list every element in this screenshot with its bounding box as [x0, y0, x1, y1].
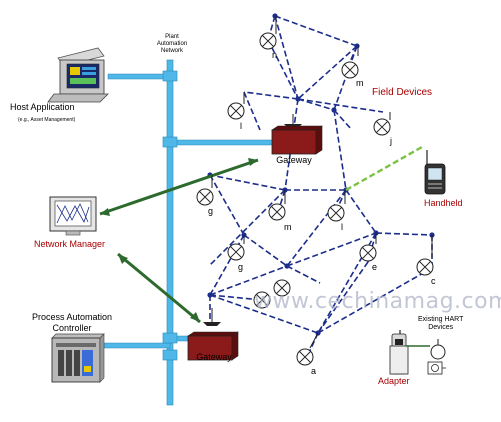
- field-device-e: [359, 233, 377, 262]
- device-letter-m-mid: m: [284, 222, 292, 232]
- device-letter-n: n: [272, 50, 278, 60]
- field-device-n: [259, 16, 277, 50]
- field-device-l-top: [227, 92, 245, 120]
- device-letter-l-mid: l: [341, 222, 343, 232]
- field-device-c: [416, 235, 434, 276]
- field-device-unlabeled-2: [273, 279, 291, 297]
- field-device-g-mid: [227, 235, 245, 261]
- mesh-nodes: [207, 13, 435, 336]
- host-application-sublabel: (e.g., Asset Management): [18, 117, 76, 123]
- host-application-label: Host Application: [10, 102, 75, 112]
- device-letter-c: c: [431, 276, 436, 286]
- field-device-m-top: [341, 46, 359, 79]
- field-devices-label: Field Devices: [372, 87, 433, 98]
- field-device-unlabeled-1: [253, 291, 271, 309]
- field-device-m-mid: [268, 190, 286, 221]
- field-device-a: [296, 332, 319, 366]
- process-controller-icon: [51, 333, 105, 383]
- host-application-computer-icon: [47, 47, 109, 103]
- gateway-top-label: Gateway: [276, 155, 312, 165]
- gateway-bottom-label: Gateway: [196, 352, 232, 362]
- gateway-bottom: [187, 308, 239, 361]
- field-device-j: [373, 112, 391, 136]
- device-letter-a: a: [311, 366, 317, 376]
- field-device-l-mid: [327, 190, 346, 222]
- network-manager-monitor-icon: [49, 196, 97, 236]
- plant-network-label: Plant Automation Network: [156, 34, 188, 54]
- device-letter-g-mid: g: [238, 262, 244, 272]
- plant-network-bus: [103, 59, 275, 406]
- device-letter-l-top: l: [240, 121, 242, 131]
- device-letter-g-top: g: [208, 206, 214, 216]
- manager-links: [99, 158, 259, 324]
- device-letter-e: e: [372, 262, 378, 272]
- existing-hart-label: Existing HART Devices: [418, 316, 464, 331]
- adapter-icon: [389, 330, 409, 375]
- process-controller-label: Process Automation Controller: [32, 312, 113, 333]
- handheld-link: [345, 145, 423, 192]
- network-manager-label: Network Manager: [34, 239, 106, 249]
- adapter-label: Adapter: [378, 376, 410, 386]
- handheld-icon: [424, 150, 446, 195]
- field-device-g-top: [196, 175, 214, 206]
- existing-hart-device-icon: [427, 339, 446, 375]
- handheld-label: Handheld: [424, 198, 463, 208]
- device-letter-j: j: [390, 136, 392, 146]
- watermark: www.cechinamag.com: [254, 289, 501, 314]
- device-letter-m-top: m: [356, 78, 364, 88]
- gateway-top: [271, 114, 323, 155]
